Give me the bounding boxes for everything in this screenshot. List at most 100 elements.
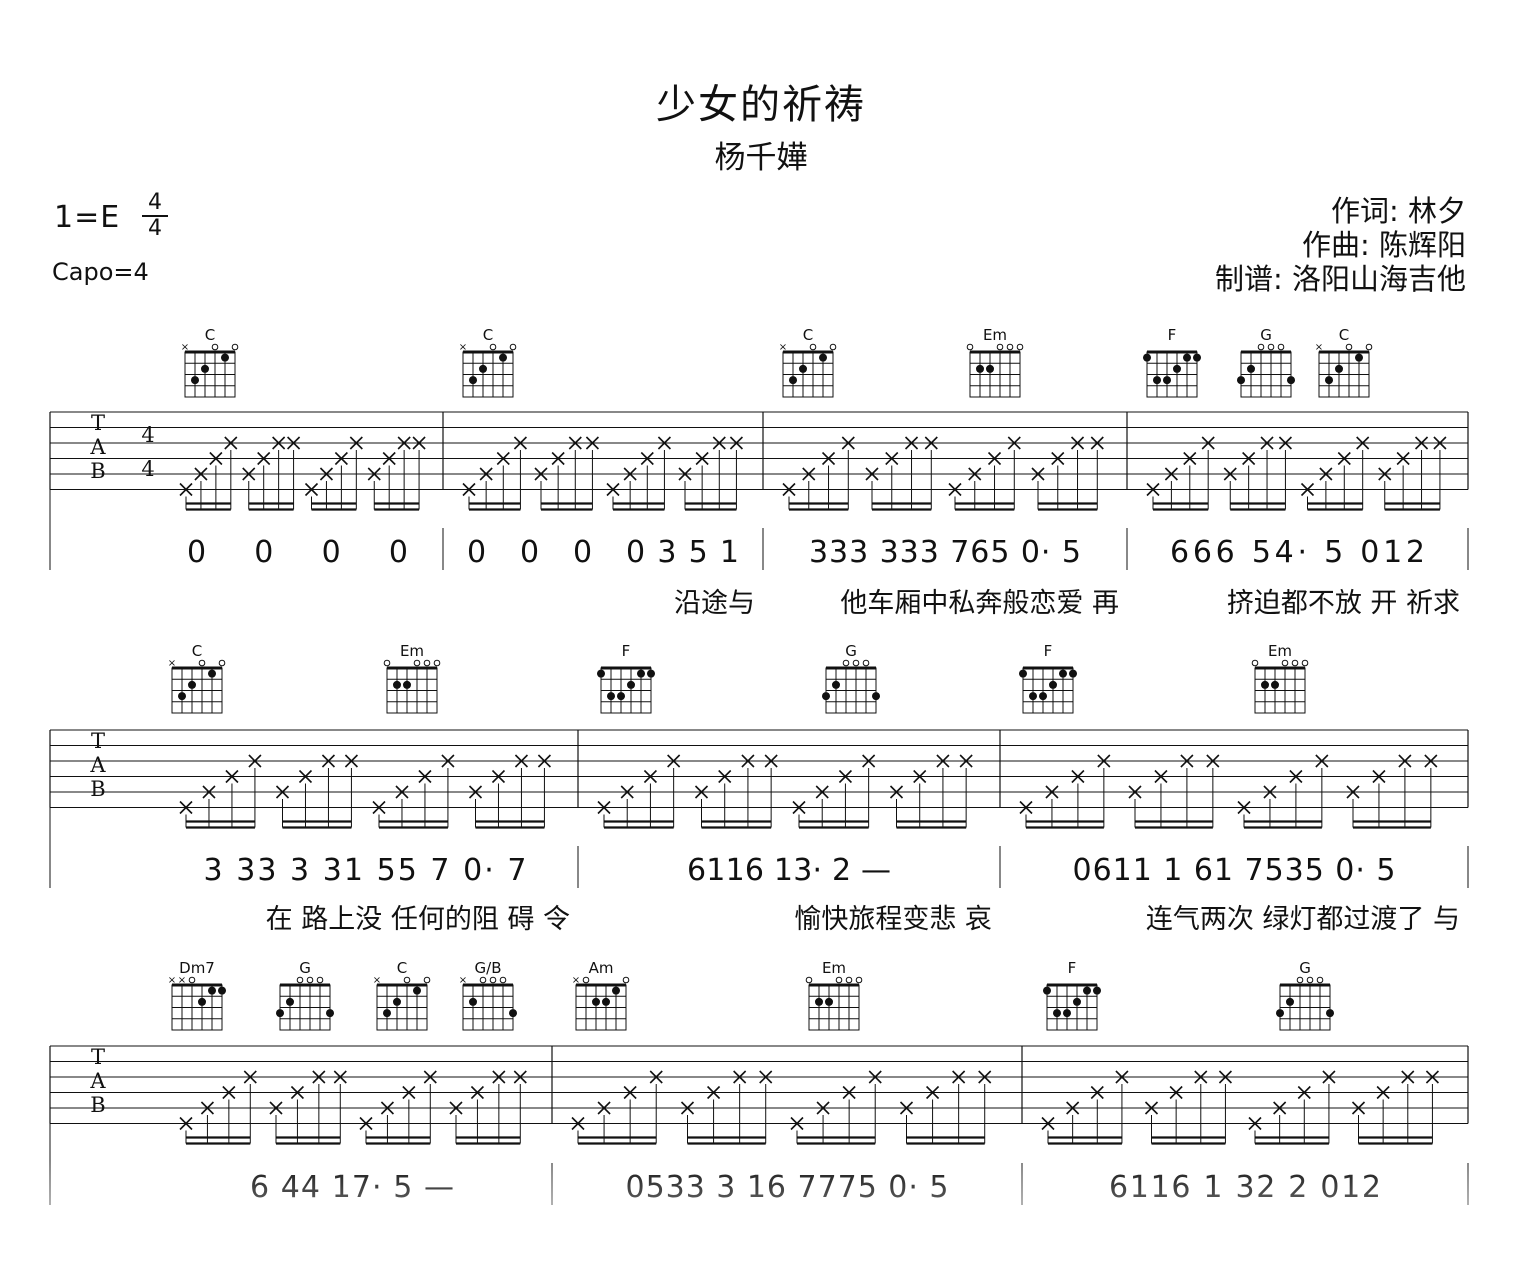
tab-note-mark (1146, 482, 1160, 497)
tab-note-mark (821, 451, 836, 466)
tab-note-mark (513, 1070, 527, 1084)
chord-finger-dot (1271, 680, 1279, 689)
tab-note-mark (367, 467, 381, 481)
tab-note-mark (597, 1101, 611, 1115)
tab-note-mark (1237, 800, 1251, 815)
tab-note-mark (395, 785, 409, 799)
lyrics-line: 挤迫都不放 开 祈求 (1227, 588, 1460, 619)
tab-note-mark (841, 436, 855, 450)
chord-finger-dot (1261, 680, 1269, 689)
tab-note-mark (952, 1070, 966, 1084)
tab-note-mark (1289, 769, 1303, 784)
chord-open-string-mark (1291, 659, 1299, 667)
chord-open-string-mark (413, 659, 421, 667)
chord-finger-dot (1039, 692, 1047, 701)
tab-note-mark (1378, 467, 1392, 481)
tab-note-mark (606, 482, 620, 497)
lyricist-credit: 作词: 林夕 (1331, 194, 1466, 228)
tab-note-mark (1414, 436, 1429, 450)
tab-note-mark (1007, 436, 1021, 450)
chord-name: G (1299, 959, 1311, 977)
tab-note-mark (1051, 451, 1065, 466)
tab-note-mark (790, 1116, 804, 1131)
chord-open-string-mark (423, 659, 431, 667)
tab-note-mark (694, 785, 709, 799)
chord-open-string-mark (1296, 976, 1304, 984)
chord-open-string-mark (1006, 343, 1014, 351)
chord-open-string-mark (211, 343, 219, 351)
tab-note-mark (290, 1085, 304, 1100)
chord-name: C (483, 326, 493, 344)
chord-name: Em (400, 642, 424, 660)
tab-note-mark (1425, 1070, 1439, 1084)
tab-note-mark (441, 754, 455, 768)
chord-finger-dot (191, 376, 199, 385)
chord-finger-dot (986, 364, 994, 373)
chord-finger-dot (1093, 986, 1101, 995)
chord-open-string-mark (383, 659, 391, 667)
chord-open-string-mark (218, 659, 226, 667)
tab-note-mark (380, 1101, 394, 1115)
tab-note-mark (764, 754, 778, 768)
tab-note-mark (1090, 436, 1104, 450)
tab-note-mark (815, 785, 829, 799)
tab-note-mark (597, 800, 611, 815)
tab-note-mark (496, 451, 510, 466)
tab-note-mark (312, 1070, 326, 1084)
chord-open-string-mark (1345, 343, 1353, 351)
tab-note-mark (1424, 754, 1438, 768)
capo-label: Capo=4 (52, 258, 149, 286)
chord-muted-string-mark: × (178, 975, 186, 986)
tab-note-mark (287, 436, 301, 450)
tab-note-mark (551, 451, 565, 466)
tab-clef-letter: T (91, 729, 105, 753)
chord-finger-dot (1247, 364, 1255, 373)
chord-open-string-mark (231, 343, 239, 351)
chord-open-string-mark (1306, 976, 1314, 984)
chord-muted-string-mark: × (459, 975, 467, 986)
tab-note-mark (865, 467, 879, 481)
chord-finger-dot (789, 376, 797, 385)
tab-note-mark (1090, 1085, 1104, 1100)
chord-name: G (845, 642, 857, 660)
chord-open-string-mark (509, 343, 517, 351)
tab-note-mark (1372, 769, 1386, 784)
chord-finger-dot (1335, 364, 1343, 373)
chord-finger-dot (1355, 353, 1363, 362)
tab-note-mark (695, 451, 709, 466)
tab-note-mark (838, 769, 852, 784)
tab-note-mark (889, 785, 904, 799)
chord-finger-dot (612, 986, 620, 995)
chord-open-string-mark (423, 976, 431, 984)
chord-finger-dot (1326, 1009, 1334, 1018)
tab-note-mark (243, 1070, 257, 1084)
chord-open-string-mark (996, 343, 1004, 351)
tab-note-mark (209, 451, 223, 466)
tab-note-mark (248, 754, 262, 768)
tab-note-mark (913, 769, 927, 784)
chord-finger-dot (326, 1009, 334, 1018)
tab-note-mark (1206, 754, 1220, 768)
chord-finger-dot (1237, 376, 1245, 385)
tab-note-mark (649, 1070, 663, 1084)
tab-note-mark (257, 451, 271, 466)
chord-name: C (1339, 326, 1349, 344)
chord-finger-dot (509, 1009, 517, 1018)
chord-finger-dot (627, 680, 635, 689)
tab-note-mark (412, 436, 426, 450)
chord-finger-dot (1019, 669, 1027, 678)
numbered-notation: 0 0 0 0 (187, 535, 408, 570)
tab-note-mark (1183, 451, 1197, 466)
chord-open-string-mark (862, 659, 870, 667)
chord-finger-dot (799, 364, 807, 373)
tab-note-mark (802, 467, 816, 481)
chord-name: C (192, 642, 202, 660)
tab-time-signature-bottom: 4 (141, 457, 154, 481)
tab-note-mark (707, 1085, 721, 1100)
tab-note-mark (1401, 1070, 1415, 1084)
tab-note-mark (1164, 467, 1178, 481)
tab-note-mark (571, 1116, 585, 1131)
chord-finger-dot (1325, 376, 1333, 385)
tab-note-mark (194, 467, 208, 481)
chord-open-string-mark (479, 976, 487, 984)
